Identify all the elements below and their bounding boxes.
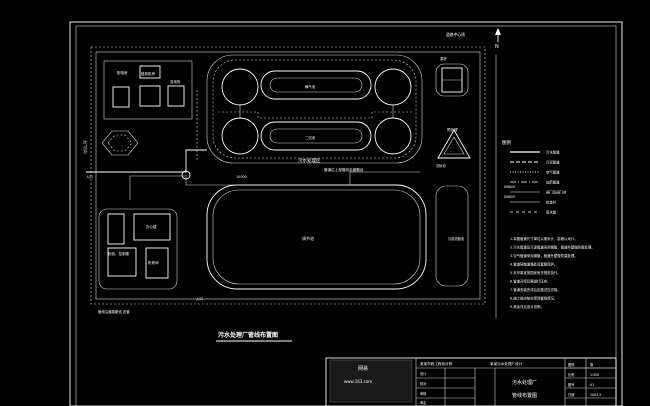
process-area-inner bbox=[212, 59, 417, 159]
tb-right-key-2: 图号 bbox=[568, 382, 574, 387]
pond-label: 调节池 bbox=[302, 235, 314, 241]
pump-house: 泵房 bbox=[435, 56, 469, 97]
tb-right-key-3: 日期 bbox=[568, 392, 574, 397]
left-entrance-label: 入口 bbox=[86, 175, 93, 179]
tank-label-1: 二沉池 bbox=[305, 135, 316, 140]
note-4: 5.未尽事宜按国家有关规范执行。 bbox=[510, 270, 561, 275]
tb-right-val-3: 2003.3 bbox=[590, 393, 601, 397]
hexagon-tank-cluster bbox=[101, 130, 139, 156]
legend-label-0: 污水管道 bbox=[546, 150, 560, 155]
clarifier-tank-2 bbox=[221, 117, 259, 155]
clarifier-tank-4 bbox=[374, 117, 412, 155]
top-left-label-2: 变电所 bbox=[170, 79, 181, 84]
watermark-brand: 网易 bbox=[358, 366, 368, 372]
legend-label-1: 污泥管道 bbox=[546, 160, 560, 165]
clarifier-tank-3 bbox=[374, 68, 412, 106]
legend-label-6: 雨水管 bbox=[546, 210, 557, 215]
project-name: 某某污水处理厂设计 bbox=[490, 361, 523, 366]
notes-block: 1.本图管道尺寸单位以毫米计，高程以米计。 2.污水管道及污泥管道采用钢管，管道外… bbox=[510, 236, 595, 309]
note-2: 3.空气管道采用钢管，管道外壁做防腐处理。 bbox=[510, 253, 578, 258]
note-1: 2.污水管道及污泥管道采用钢管，管道外壁做防腐处理。 bbox=[510, 245, 595, 250]
lower-left-label-1: 化验、控制楼 bbox=[108, 251, 129, 256]
legend-label-3: 加药管道 bbox=[546, 180, 560, 185]
lower-left-label-0: 办公楼 bbox=[146, 224, 157, 229]
tb-field-1: 校对 bbox=[420, 381, 427, 386]
scale-bar-label: 10000 bbox=[236, 175, 247, 179]
right-vertical-building bbox=[435, 185, 469, 287]
watermark-url: www.163.com bbox=[344, 379, 372, 384]
top-left-label-1: 鼓风机房 bbox=[141, 71, 155, 76]
legend-label-5: 检查井 bbox=[546, 200, 557, 205]
sheet-outer-border bbox=[69, 21, 623, 406]
lower-left-building-group: 办公楼 化验、控制楼 机修间 bbox=[98, 208, 178, 290]
process-area-label: 污水处理区 bbox=[298, 157, 321, 164]
legend-code-1: DN600 bbox=[504, 195, 515, 199]
top-left-label-0: 配电房 bbox=[117, 70, 128, 75]
note-7: 8.施工前应核实现场管线情况。 bbox=[510, 296, 557, 301]
legend-label-4: 阀门及阀门井 bbox=[546, 190, 567, 195]
drawing-title: 污水处理厂管线布置图 bbox=[218, 331, 278, 339]
tb-field-0: 设计 bbox=[420, 371, 427, 376]
north-label: N bbox=[495, 44, 499, 50]
title-block: 网易 www.163.com 某某市政工程设计院 某某污水处理厂设计 污水处理厂… bbox=[325, 357, 617, 406]
site-boundary-inner bbox=[95, 51, 481, 300]
north-arrow-icon: N bbox=[495, 28, 501, 50]
note-3: 4.管道穿越道路处设套管保护。 bbox=[510, 262, 557, 267]
right-top-label: 预处理 bbox=[447, 127, 458, 132]
left-gate-text: 大门方向 bbox=[83, 140, 88, 154]
legend-title: 图例 bbox=[502, 139, 511, 146]
process-area-outline bbox=[206, 54, 423, 164]
note-5: 6.管道开挖后需进行压实。 bbox=[510, 279, 551, 284]
grit-chamber bbox=[437, 129, 471, 159]
top-right-road-label: 道路中心线 bbox=[446, 32, 465, 37]
oxidation-ditch-1 bbox=[260, 70, 372, 100]
oxidation-ditch-2 bbox=[260, 121, 372, 151]
sheet-inner-border bbox=[75, 25, 617, 406]
drawing-name-line2: 管线布置图 bbox=[512, 392, 537, 399]
bottom-entrance-label: 入口 bbox=[196, 297, 203, 301]
watermark-logo bbox=[329, 359, 413, 403]
top-left-building-group: 配电房 鼓风机房 变电所 bbox=[103, 60, 193, 120]
tb-right-val-1: 1:500 bbox=[590, 373, 599, 377]
road-note: 管道沿上部管线走廊敷设 bbox=[324, 167, 364, 172]
inlet-pipe bbox=[86, 149, 207, 173]
tb-right-key-0: 图别 bbox=[568, 362, 574, 367]
note-0: 1.本图管道尺寸单位以毫米计，高程以米计。 bbox=[510, 236, 578, 241]
note-6: 7.管道安装完成后应做试压试验。 bbox=[510, 287, 561, 292]
note-8: 9.其余详见设计说明。 bbox=[510, 304, 544, 309]
tb-right-val-2: A1 bbox=[590, 383, 594, 387]
bottom-road-note: 管线沿道路敷设 出管 bbox=[98, 309, 130, 314]
company-name: 某某市政工程设计院 bbox=[420, 361, 453, 366]
clarifier-tank-1 bbox=[221, 68, 259, 106]
right-vertical-label: 污泥浓缩池 bbox=[448, 236, 465, 241]
legend-code-0: DN800 bbox=[504, 185, 515, 189]
right-tower-label: 泵房 bbox=[440, 56, 447, 61]
small-right-label: 沉砂池 bbox=[436, 163, 446, 168]
tank-label-0: 曝气池 bbox=[305, 84, 316, 89]
legend-label-2: 空气管道 bbox=[546, 170, 560, 175]
regulation-pond bbox=[206, 184, 427, 290]
site-boundary bbox=[90, 46, 486, 305]
tb-right-val-0: 施 bbox=[590, 362, 594, 367]
tb-right-key-1: 比例 bbox=[568, 372, 574, 377]
drawing-name-line1: 污水处理厂 bbox=[512, 379, 537, 386]
tb-field-2: 审核 bbox=[420, 391, 427, 396]
tb-field-3: 审定 bbox=[420, 400, 427, 405]
lower-left-label-2: 机修间 bbox=[148, 260, 159, 265]
